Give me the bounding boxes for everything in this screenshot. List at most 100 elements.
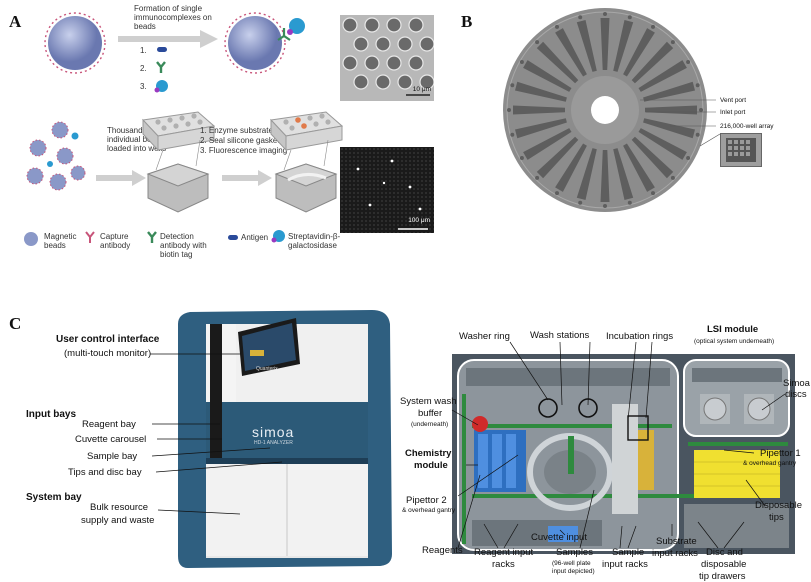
input-bays-label: Input bays — [26, 409, 77, 420]
disc-channel — [643, 81, 695, 102]
disc-port — [670, 175, 675, 180]
disc-channel — [600, 150, 610, 202]
samples-label: Samples — [556, 547, 593, 558]
instrument-top-view — [452, 354, 795, 554]
well-array-inset — [720, 133, 762, 167]
bead-cluster — [26, 121, 86, 191]
disc-port — [686, 60, 691, 64]
disc-port — [578, 15, 583, 20]
panel-label-b: B — [461, 12, 473, 31]
reagents-label: Reagents — [422, 545, 463, 556]
disc-channel — [515, 118, 567, 139]
well-array-2 — [269, 111, 344, 213]
sample-input-racks-label: input racks — [602, 559, 648, 570]
analyzer-model: HD-1 ANALYZER — [254, 440, 293, 446]
disc-and-label: Disc and — [706, 547, 743, 558]
overhead-1-label: & overhead gantry — [743, 460, 797, 467]
scale-label-bottom: 100 μm — [408, 217, 430, 224]
panel-label-c: C — [9, 314, 22, 333]
disc-port — [555, 24, 559, 29]
legend-capture-antibody-icon — [85, 231, 95, 243]
disc-port — [627, 15, 632, 20]
arrow-right-icon-3 — [222, 170, 272, 186]
cuvette-input-label: Cuvette input — [531, 532, 587, 543]
legend-detection-antibody-icon — [147, 231, 157, 243]
reagent-input-label: Reagent input — [474, 547, 534, 558]
chemistry-label: Chemistry — [405, 448, 452, 459]
optical-label: (optical system underneath) — [694, 338, 775, 345]
sample-bay-label: Sample bay — [87, 451, 138, 462]
tips-disc-bay-label: Tips and disc bay — [68, 467, 142, 478]
system-bay-label: System bay — [26, 492, 82, 503]
disc-channel — [643, 118, 695, 139]
disc-port — [695, 132, 700, 137]
disc-port — [603, 12, 607, 16]
disc-channel — [631, 41, 674, 84]
panel-label-a: A — [9, 12, 22, 31]
tip-drawers-label: tip drawers — [699, 571, 746, 582]
simoa-disc — [503, 8, 707, 212]
disposable-2-label: disposable — [701, 559, 747, 570]
step-3: 3. — [140, 82, 147, 91]
disc-port — [507, 108, 511, 112]
legend-magnetic-beads: Magnetic beads — [44, 232, 77, 250]
disc-port — [699, 108, 703, 112]
fluorescence-image: 100 μm — [340, 147, 434, 233]
lsi-module-label: LSI module — [707, 324, 759, 335]
legend-capture-antibody: Capture antibody — [100, 232, 131, 250]
disc-port — [603, 204, 607, 208]
disc-channel — [631, 136, 674, 179]
substrate-label: Substrate — [656, 536, 697, 547]
simoa-analyzer-instrument — [178, 310, 392, 568]
pipettor-2-label: Pipettor 2 — [406, 495, 447, 506]
disc-port — [510, 132, 515, 137]
process-step-1: 1. Enzyme substrate — [200, 126, 273, 135]
cuvette-carousel-label: Cuvette carousel — [75, 434, 147, 445]
sample-input-label: Sample — [612, 547, 645, 558]
disc-channel — [638, 128, 687, 160]
magnetic-bead-large — [44, 12, 106, 74]
disc-port — [695, 83, 700, 88]
simoa-logo: simoa — [252, 424, 295, 440]
antigen-icon — [157, 47, 167, 52]
disc-port — [519, 60, 524, 64]
label-well-array: 216,000-well array — [720, 123, 774, 130]
samples-sub-1: (96-well plate — [552, 560, 591, 567]
legend-antigen-icon — [228, 235, 238, 240]
label-inlet-port: Inlet port — [720, 109, 746, 116]
supply-waste-label: supply and waste — [81, 515, 155, 526]
disc-port — [535, 40, 540, 45]
step-2: 2. — [140, 64, 147, 73]
user-control-label: User control interface — [56, 334, 160, 345]
legend-antigen: Antigen — [241, 233, 269, 242]
disc-channel — [638, 60, 687, 92]
disc-port — [686, 156, 691, 160]
multi-touch-label: (multi-touch monitor) — [64, 348, 152, 359]
incubation-rings-label: Incubation rings — [606, 331, 674, 342]
disc-channel — [576, 148, 597, 200]
disc-channel — [555, 28, 587, 77]
arrow-right-icon — [118, 30, 218, 48]
callout-lines-b — [640, 99, 716, 127]
disc-channel — [536, 41, 579, 84]
disc-port — [670, 40, 675, 45]
disc-port — [627, 200, 632, 205]
module-label: module — [414, 460, 448, 471]
label-vent-port: Vent port — [720, 97, 747, 104]
process-step-2: 2. Seal silicone gasket — [200, 136, 280, 145]
detection-antibody-icon — [156, 61, 166, 73]
disc-channel — [515, 81, 567, 102]
legend-streptavidin-icon — [271, 230, 285, 243]
overhead-2-label: & overhead gantry — [402, 507, 456, 514]
buffer-label: buffer — [418, 408, 443, 419]
reagent-racks-label: racks — [492, 559, 515, 570]
legend-bead-icon — [24, 232, 38, 246]
system-wash-label: System wash — [400, 396, 457, 407]
disc-port — [555, 191, 559, 196]
substrate-racks-label: input racks — [652, 548, 698, 559]
monitor-brand: Quanterix — [256, 366, 278, 372]
disc-channel — [555, 143, 587, 192]
step-1: 1. — [140, 46, 147, 55]
reagent-bay-label: Reagent bay — [82, 419, 136, 430]
